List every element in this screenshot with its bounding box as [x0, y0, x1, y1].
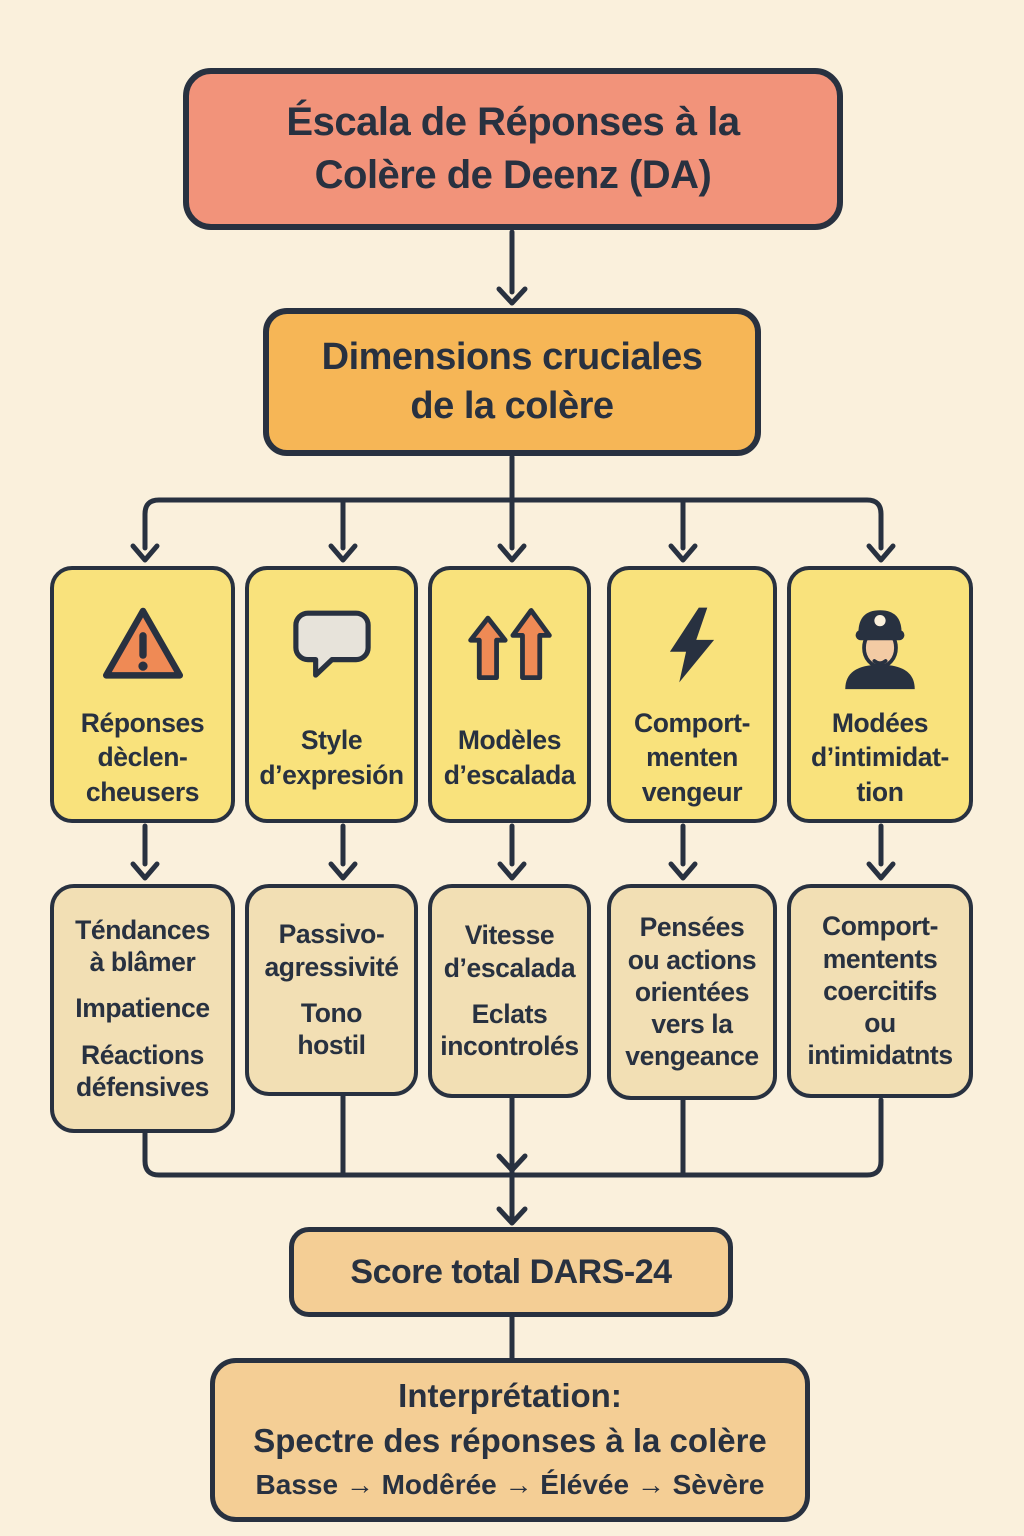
dimension-label: Modèles d’escalada [443, 725, 576, 790]
detail-box-vengeful-behavior: Pensées ou actions orientées vers la ven… [607, 884, 777, 1100]
detail-item: Comport- mentents coercitifs ou intimida… [807, 911, 953, 1071]
interpretation-subheading: Spectre des réponses à la colère [253, 1422, 767, 1459]
detail-item: Téndances à blâmer [75, 914, 210, 977]
dimension-label: Comport- menten vengeur [633, 708, 751, 807]
detail-box-trigger-responses: Téndances à blâmer Impatience Réactions … [50, 884, 235, 1133]
police-officer-icon [833, 584, 927, 706]
warning-triangle-icon [97, 584, 189, 706]
detail-box-intimidation-modes: Comport- mentents coercitifs ou intimida… [787, 884, 973, 1098]
dimension-box-expression-style: Style d’expresión [245, 566, 418, 823]
subtitle-box: Dimensions cruciales de la colère [263, 308, 761, 456]
subtitle-text: Dimensions cruciales de la colère [321, 335, 703, 427]
speech-bubble-icon [289, 584, 375, 706]
dimension-label: Réponses dèclen- cheusers [80, 708, 205, 807]
score-total-box: Score total DARS-24 [289, 1227, 733, 1317]
detail-item: Impatience [75, 993, 210, 1024]
detail-box-expression-style: Passivo- agressivité Tono hostil [245, 884, 418, 1096]
detail-item: Réactions défensives [76, 1039, 209, 1102]
detail-box-escalation-patterns: Vitesse d’escalada Eclats incontrolés [428, 884, 591, 1098]
lightning-bolt-icon [658, 584, 726, 706]
dimension-label: Modées d’intimidat- tion [811, 708, 949, 807]
detail-item: Tono hostil [297, 998, 366, 1061]
interpretation-heading: Interprétation: [398, 1377, 622, 1415]
dimension-box-intimidation-modes: Modées d’intimidat- tion [787, 566, 973, 823]
detail-item: Passivo- agressivité [264, 919, 399, 982]
detail-item: Vitesse d’escalada [443, 920, 576, 983]
interpretation-scale: Basse → Modêrée → Élévée → Sèvère [255, 1468, 765, 1500]
dimension-box-trigger-responses: Réponses dèclen- cheusers [50, 566, 235, 823]
title-box: Éscala de Réponses à la Colère de Deenz … [183, 68, 843, 230]
dimension-box-vengeful-behavior: Comport- menten vengeur [607, 566, 777, 823]
dimension-label: Style d’expresión [259, 725, 404, 790]
detail-item: Pensées ou actions orientées vers la ven… [625, 912, 759, 1072]
interpretation-box: Interprétation: Spectre des réponses à l… [210, 1358, 810, 1522]
dimension-box-escalation-patterns: Modèles d’escalada [428, 566, 591, 823]
double-up-arrows-icon [462, 584, 558, 706]
page-title: Éscala de Réponses à la Colère de Deenz … [286, 100, 740, 197]
score-total-label: Score total DARS-24 [350, 1252, 672, 1291]
detail-item: Eclats incontrolés [440, 999, 579, 1062]
